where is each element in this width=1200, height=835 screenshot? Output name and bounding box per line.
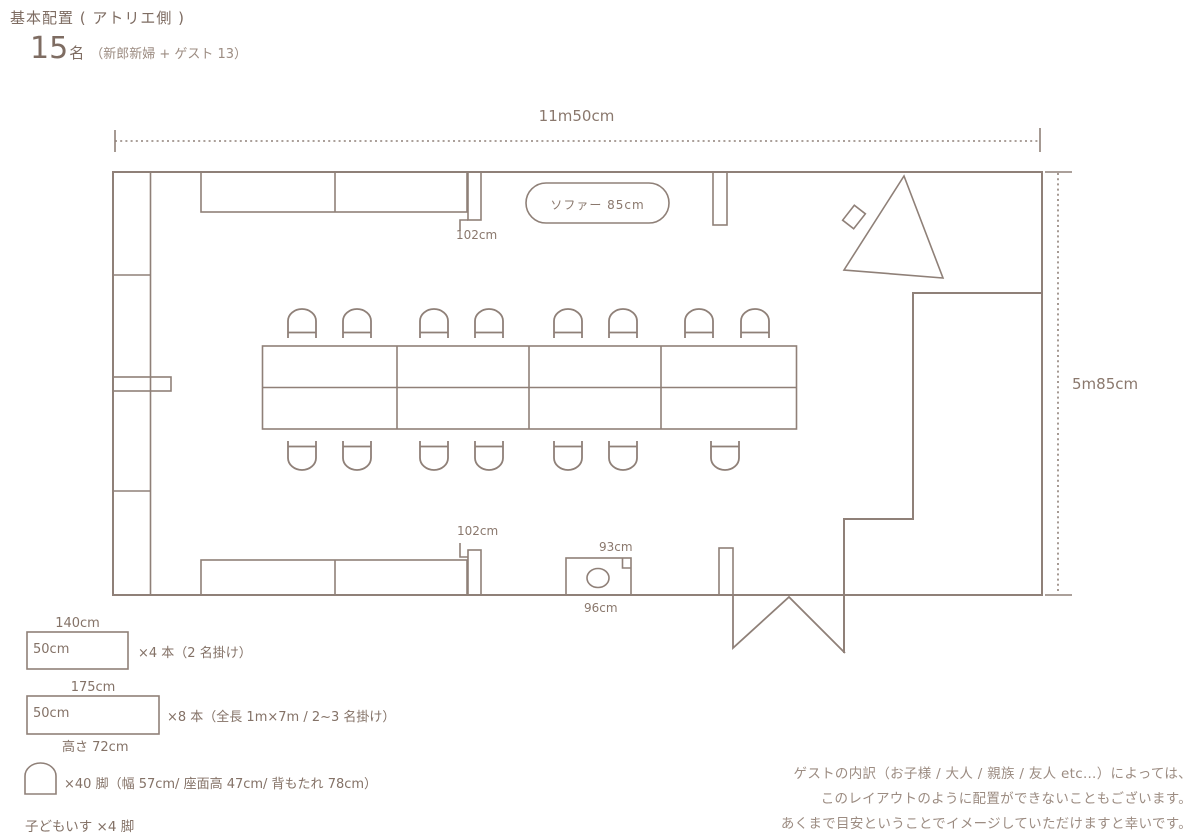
chair-icon — [608, 308, 638, 339]
door-top-bracket — [459, 219, 468, 231]
grand-piano — [842, 174, 945, 279]
chair-icon — [553, 440, 583, 471]
disclaimer-line-1: ゲストの内訳（お子様 / 大人 / 親族 / 友人 etc…）によっては、 — [793, 766, 1192, 782]
sink-bowl — [586, 567, 610, 589]
chair-icon — [684, 308, 714, 339]
room-outline — [112, 171, 1043, 596]
entrance-door — [732, 595, 846, 654]
capacity-count: 15 — [30, 31, 69, 66]
legend-table-large — [26, 695, 160, 735]
sink-width-top-label: 93cm — [599, 540, 633, 554]
top-pillar-right — [712, 171, 728, 226]
chair-icon — [608, 440, 638, 471]
chair-icon — [287, 440, 317, 471]
chair-icon — [419, 308, 449, 339]
capacity-unit: 名 — [69, 44, 85, 62]
disclaimer-line-3: あくまで目安ということでイメージしていただけますと幸いです。 — [780, 816, 1192, 832]
chair-icon — [474, 308, 504, 339]
chair-icon — [342, 308, 372, 339]
bottom-counter — [200, 559, 468, 596]
top-pillar-left — [467, 171, 482, 221]
legend-small-table-note: ×4 本（2 名掛け） — [138, 646, 252, 661]
chair-icon — [342, 440, 372, 471]
room-walls — [112, 171, 1043, 653]
door-bottom-label: 102cm — [457, 524, 499, 538]
door-bottom-bracket — [459, 543, 468, 558]
dimension-lines — [114, 128, 1072, 596]
bottom-pillar-left — [467, 549, 482, 596]
sofa-label: ソファー 85cm — [550, 198, 645, 212]
dining-tables — [261, 345, 798, 430]
sofa — [525, 182, 670, 224]
legend-chair-icon — [24, 762, 57, 795]
legend-chair-note: ×40 脚（幅 57cm/ 座面高 47cm/ 背もたれ 78cm） — [64, 777, 378, 792]
legend-table-small — [26, 631, 129, 670]
chair-icon — [710, 440, 740, 471]
wall-shelf — [112, 376, 172, 392]
legend-large-table-depth: 50cm — [33, 706, 70, 721]
chair-icon — [474, 440, 504, 471]
piano-stool — [841, 204, 867, 230]
legend-small-table-depth: 50cm — [33, 642, 70, 657]
legend-table-height-note: 高さ 72cm — [62, 740, 129, 755]
alcove-wall — [843, 292, 1042, 653]
chair-icon — [287, 308, 317, 339]
sink-width-bottom-label: 96cm — [584, 601, 618, 615]
chair-icon — [553, 308, 583, 339]
capacity-note: （新郎新婦 + ゲスト 13） — [90, 47, 248, 62]
legend-large-table-length: 175cm — [70, 680, 116, 695]
top-counter — [200, 171, 468, 213]
sink-bracket — [621, 558, 631, 569]
room-height-label: 5m85cm — [1072, 375, 1139, 393]
disclaimer-text: ゲストの内訳（お子様 / 大人 / 親族 / 友人 etc…）によっては、 この… — [552, 762, 1192, 835]
legend-kids-chair-note: 子どもいす ×4 脚 — [25, 819, 135, 835]
room-width-label: 11m50cm — [538, 107, 615, 125]
legend-large-table-note: ×8 本（全長 1m×7m / 2~3 名掛け） — [167, 710, 396, 725]
legend-shapes — [24, 631, 160, 795]
disclaimer-line-2: このレイアウトのように配置ができないこともございます。 — [820, 791, 1192, 807]
page-title: 基本配置 ( アトリエ側 ) — [10, 9, 186, 27]
bottom-pillar-right — [718, 547, 734, 596]
legend-small-table-length: 140cm — [55, 616, 100, 631]
door-top-label: 102cm — [456, 228, 498, 242]
chair-icon — [740, 308, 770, 339]
chair-icon — [419, 440, 449, 471]
capacity-line: 15 名 （新郎新婦 + ゲスト 13） — [30, 33, 247, 65]
sink-unit — [565, 557, 632, 596]
fixed-furniture — [200, 171, 945, 596]
